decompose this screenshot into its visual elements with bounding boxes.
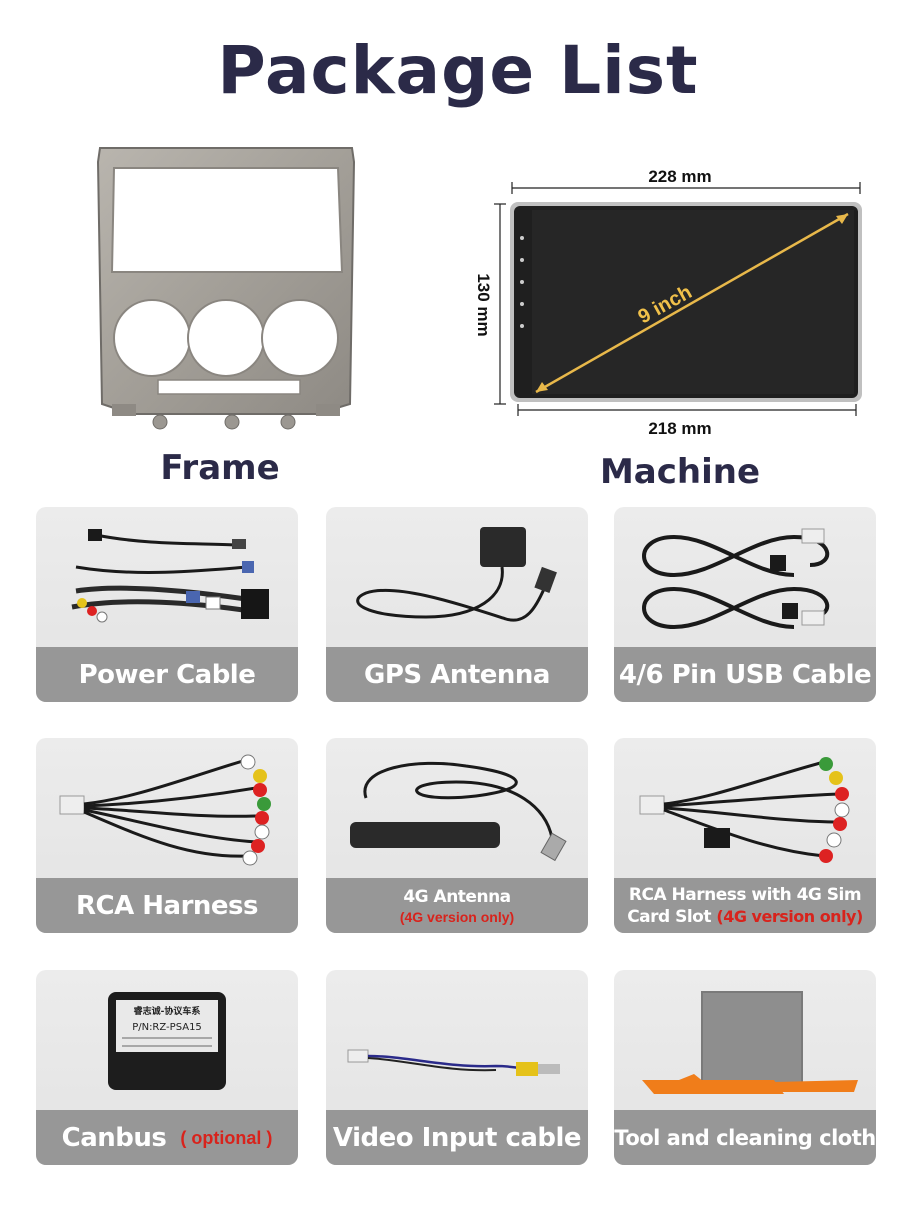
tool-cloth-band: Tool and cleaning cloth — [614, 1110, 876, 1165]
tool-cloth-card: Tool and cleaning cloth — [614, 970, 876, 1165]
tool-cloth-image — [642, 991, 858, 1094]
4g-antenna-note: (4G version only) — [399, 908, 515, 925]
rca-4g-harness-label-line2: Card Slot — [627, 906, 711, 927]
rca-4g-harness-label-line2-wrap: Card Slot (4G version only) — [627, 906, 863, 928]
video-input-image — [347, 1049, 560, 1076]
power-cable-image — [71, 529, 269, 623]
usb-cable-label: 4/6 Pin USB Cable — [618, 659, 872, 690]
gps-antenna-card: GPS Antenna — [326, 507, 588, 702]
canbus-box-line2: P/N:RZ-PSA15 — [132, 1022, 202, 1033]
rca-4g-harness-band: RCA Harness with 4G Sim Card Slot (4G ve… — [614, 878, 876, 933]
frame-image — [96, 147, 356, 430]
gps-antenna-label: GPS Antenna — [364, 659, 550, 690]
usb-cable-band: 4/6 Pin USB Cable — [614, 647, 876, 702]
4g-antenna-label: 4G Antenna — [403, 886, 511, 907]
machine-width-bottom: 218 mm — [648, 419, 711, 438]
usb-cable-card: 4/6 Pin USB Cable — [614, 507, 876, 702]
4g-antenna-card: 4G Antenna (4G version only) — [326, 738, 588, 933]
rca-harness-label: RCA Harness — [76, 890, 259, 921]
rca-4g-harness-card: RCA Harness with 4G Sim Card Slot (4G ve… — [614, 738, 876, 933]
page-title: Package List — [217, 32, 699, 109]
video-input-band: Video Input cable — [326, 1110, 588, 1165]
rca-4g-harness-label-line1: RCA Harness with 4G Sim — [628, 884, 862, 905]
canbus-image: 睿志诚-协议车系 P/N:RZ-PSA15 — [108, 992, 226, 1090]
video-input-card: Video Input cable — [326, 970, 588, 1165]
canbus-card: 睿志诚-协议车系 P/N:RZ-PSA15 Canbus ( optional … — [36, 970, 298, 1165]
rca-harness-image — [59, 754, 271, 866]
usb-cable-image — [642, 528, 830, 630]
frame-label: Frame — [160, 448, 280, 488]
power-cable-band: Power Cable — [36, 647, 298, 702]
tool-cloth-label: Tool and cleaning cloth — [614, 1125, 876, 1150]
gps-antenna-image — [356, 527, 557, 622]
canbus-label: Canbus — [61, 1122, 167, 1153]
machine-label: Machine — [599, 452, 761, 492]
video-input-label: Video Input cable — [332, 1122, 582, 1153]
4g-antenna-band: 4G Antenna (4G version only) — [326, 878, 588, 933]
rca-4g-harness-note: (4G version only) — [716, 906, 863, 926]
canbus-box-line1: 睿志诚-协议车系 — [134, 1005, 201, 1017]
canbus-note: ( optional ) — [180, 1127, 273, 1148]
rca-4g-harness-image — [639, 757, 850, 863]
power-cable-label: Power Cable — [78, 659, 256, 690]
rca-harness-band: RCA Harness — [36, 878, 298, 933]
gps-antenna-band: GPS Antenna — [326, 647, 588, 702]
power-cable-card: Power Cable — [36, 507, 298, 702]
rca-harness-card: RCA Harness — [36, 738, 298, 933]
machine-width-top: 228 mm — [648, 167, 711, 186]
machine-image: 228 mm 130 mm 9 inch 218 mm — [474, 167, 862, 438]
machine-height: 130 mm — [474, 273, 493, 336]
4g-antenna-image — [350, 761, 567, 862]
canbus-band: Canbus ( optional ) — [36, 1110, 298, 1165]
